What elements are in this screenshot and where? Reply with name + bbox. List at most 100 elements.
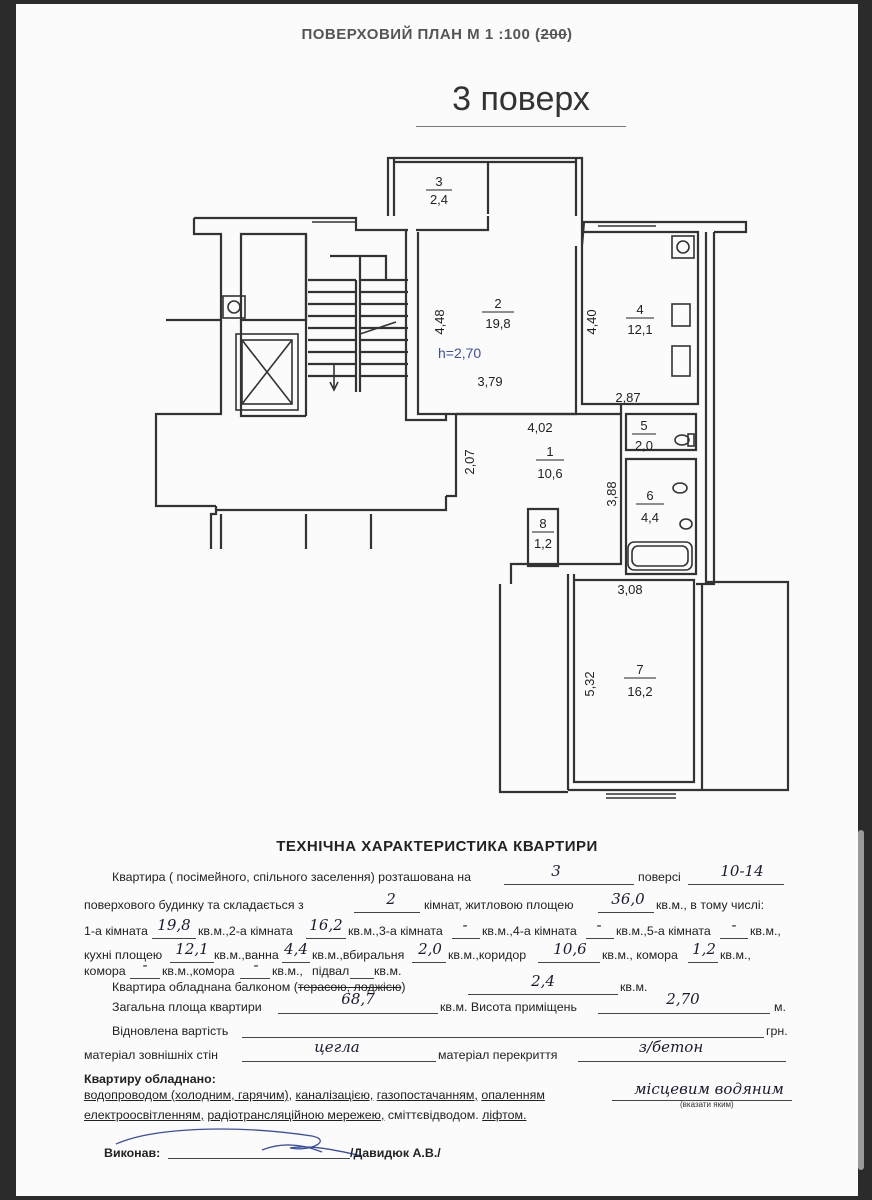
plan-title: ПОВЕРХОВИЙ ПЛАН М 1 :100 (200) [301, 26, 573, 43]
room-8-number: 8 [539, 516, 546, 531]
hw-room3: - [462, 916, 468, 934]
underline [578, 1061, 786, 1062]
underline [152, 938, 196, 939]
hw-height: 2,70 [666, 990, 700, 1008]
line2-unit: кв.м., в тому числі: [656, 898, 765, 912]
dim-2-87: 2,87 [615, 390, 640, 405]
room-4-area: 12,1 [627, 322, 652, 337]
line1-floor-word: поверсі [638, 870, 681, 884]
room-8-area: 1,2 [534, 536, 552, 551]
underline [598, 1013, 770, 1014]
l7-height-label: кв.м. Висота приміщень [440, 1000, 577, 1014]
underline [354, 912, 420, 913]
room-5-area: 2,0 [635, 438, 653, 453]
l3-room2-label: кв.м.,2-а кімната [198, 924, 293, 938]
hw-storage: 1,2 [692, 940, 716, 958]
hw-living-area: 36,0 [611, 890, 645, 908]
underline [612, 1100, 792, 1101]
tech-title: ТЕХНІЧНА ХАРАКТЕРИСТИКА КВАРТИРИ [276, 838, 598, 855]
hw-heating: місцевим водяним [634, 1080, 784, 1098]
room-5-number: 5 [640, 418, 647, 433]
l3-room4-label: кв.м.,4-а кімната [482, 924, 577, 938]
room-3-number: 3 [435, 174, 442, 189]
l4-storage-label: кв.м., комора [602, 948, 678, 962]
room-6-number: 6 [646, 488, 653, 503]
underline [452, 938, 480, 939]
underline [240, 978, 270, 979]
room-7-number: 7 [636, 662, 643, 677]
equipped-line1: водопроводом (холодним, гарячим), каналі… [84, 1088, 545, 1102]
signature [115, 1128, 363, 1157]
l3-room3-label: кв.м.,3-а кімната [348, 924, 443, 938]
l5-basement-label: підвал [312, 964, 350, 978]
line2-living: кімнат, житловою площею [424, 898, 574, 912]
floor-title: 3 поверх [452, 80, 590, 118]
l7-unit: м. [774, 1000, 786, 1014]
hw-corridor: 10,6 [553, 940, 587, 958]
l5-basement-unit: кв.м. [374, 964, 402, 978]
hw-balcony: 2,4 [531, 972, 555, 990]
room-7-area: 16,2 [627, 684, 652, 699]
underline [278, 1013, 438, 1014]
dim-4-02: 4,02 [527, 420, 552, 435]
l8-unit: грн. [766, 1024, 788, 1038]
hw-storage2: - [142, 956, 148, 974]
hw-room2: 16,2 [309, 916, 343, 934]
l4-bath-label: кв.м.,ванна [214, 948, 279, 962]
l6-balcony: Квартира обладнана балконом (терасою, ло… [112, 980, 406, 994]
l9-walls-label: матеріал зовнішніх стін [84, 1048, 219, 1062]
dim-2-07: 2,07 [462, 449, 477, 474]
l6-unit: кв.м. [620, 980, 648, 994]
l3-room5-label: кв.м.,5-а кімната [616, 924, 711, 938]
underline [504, 884, 634, 885]
underline [168, 1158, 350, 1159]
room-4-number: 4 [636, 302, 643, 317]
performer-label: Виконав: [104, 1146, 161, 1160]
dim-3-08: 3,08 [617, 582, 642, 597]
performer-name: /Давидюк А.В./ [350, 1146, 441, 1160]
l4-unit: кв.м., [720, 948, 751, 962]
dim-4-40: 4,40 [584, 309, 599, 334]
l3-unit: кв.м., [750, 924, 781, 938]
room-2-number: 2 [494, 296, 501, 311]
l4-corridor-label: кв.м.,коридор [448, 948, 527, 962]
heating-note: (вказати яким) [680, 1100, 734, 1109]
underline [688, 962, 718, 963]
underline [306, 938, 346, 939]
dim-4-48: 4,48 [432, 309, 447, 334]
hw-total-area: 68,7 [341, 990, 375, 1008]
l9-ceiling-label: матеріал перекриття [438, 1048, 558, 1062]
l8-value-label: Відновлена вартість [112, 1024, 229, 1038]
dim-3-88: 3,88 [604, 481, 619, 506]
l5-storage3-label: кв.м.,комора [162, 964, 235, 978]
line1-text: Квартира ( посімейного, спільного заселе… [112, 870, 472, 884]
hw-kitchen: 12,1 [175, 940, 209, 958]
underline [538, 962, 600, 963]
hw-floor: 3 [551, 862, 561, 880]
underline [586, 938, 614, 939]
dim-5-32: 5,32 [582, 671, 597, 696]
underline [598, 912, 654, 913]
document-page: ПОВЕРХОВИЙ ПЛАН М 1 :100 (200) 3 поверх [16, 4, 858, 1196]
hw-wall-material: цегла [314, 1038, 360, 1056]
underline [282, 962, 310, 963]
l5-unit: кв.м., [272, 964, 303, 978]
hw-bath: 4,4 [284, 940, 308, 958]
underline [688, 884, 784, 885]
scrollbar[interactable] [858, 830, 864, 1170]
hw-floors-total: 10-14 [720, 862, 764, 880]
underline [170, 962, 214, 963]
room-1-number: 1 [546, 444, 553, 459]
line2-text: поверхового будинку та складається з [84, 898, 304, 912]
underline [412, 962, 446, 963]
floor-plan: 3 2,4 2 19,8 4 12,1 5 2,0 6 4,4 1 10,6 8… [154, 156, 790, 799]
room-1-area: 10,6 [537, 466, 562, 481]
hw-room5: - [731, 916, 737, 934]
hw-ceiling-material: з/бетон [638, 1038, 704, 1056]
underline [242, 1037, 764, 1038]
hw-room1: 19,8 [157, 916, 191, 934]
hw-wc: 2,0 [418, 940, 442, 958]
hw-rooms-count: 2 [386, 890, 396, 908]
l5-storage2-label: комора [84, 964, 126, 978]
room-3-area: 2,4 [430, 192, 448, 207]
